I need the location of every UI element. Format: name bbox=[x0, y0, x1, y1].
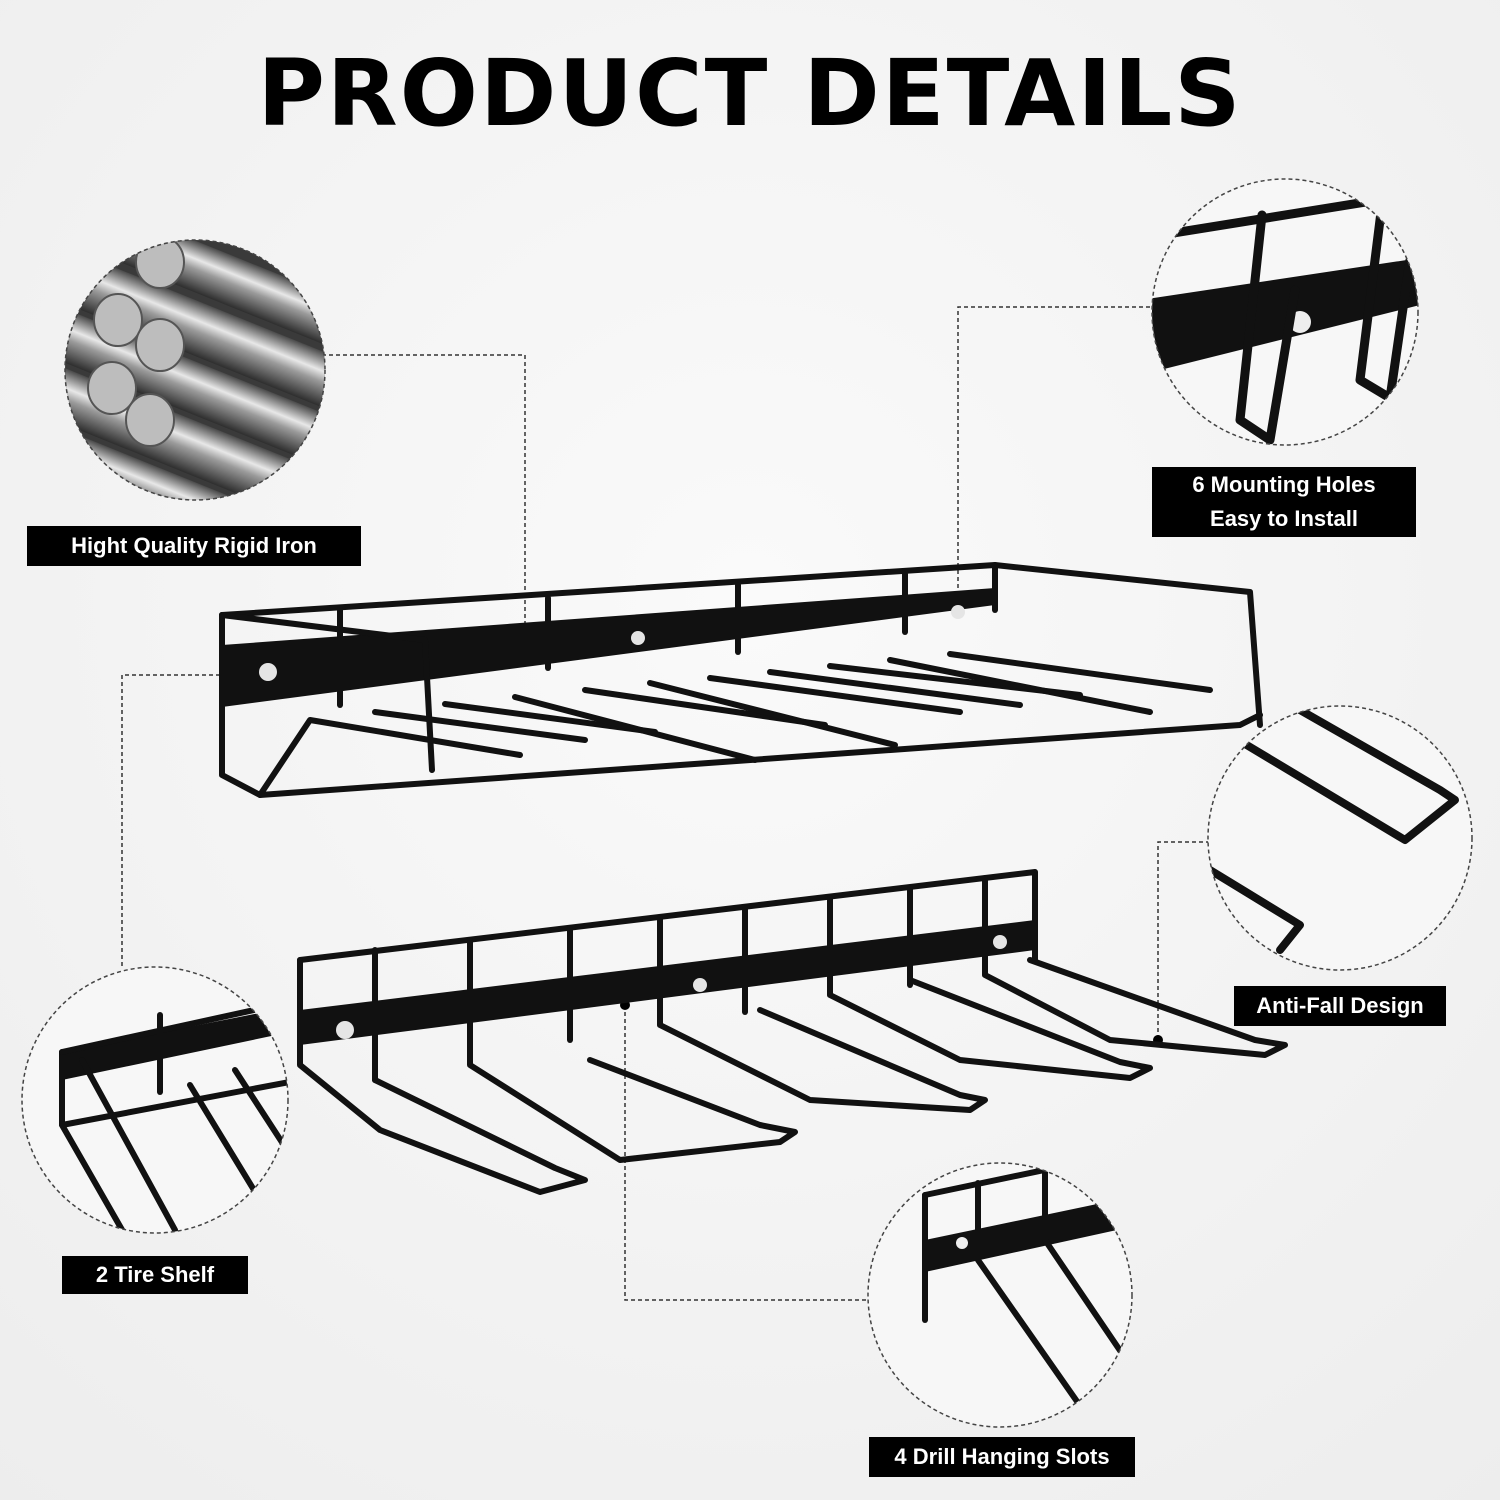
drill-slots-label: 4 Drill Hanging Slots bbox=[869, 1437, 1135, 1477]
anti-fall-label-text: Anti-Fall Design bbox=[1256, 993, 1424, 1018]
tire-shelf-icon bbox=[21, 966, 289, 1234]
tire-shelf-label-text: 2 Tire Shelf bbox=[95, 1262, 215, 1287]
iron-bars-icon bbox=[64, 239, 326, 501]
drill-rack-product bbox=[297, 869, 1288, 1195]
material-label-text: Hight Quality Rigid Iron bbox=[71, 533, 317, 558]
tire-shelf-product bbox=[219, 562, 1263, 798]
drill-slots-label-text: 4 Drill Hanging Slots bbox=[894, 1444, 1110, 1469]
drill-slot-icon bbox=[867, 1162, 1133, 1428]
mounting-label-line2: Easy to Install bbox=[1210, 506, 1358, 531]
mounting-label-line1: 6 Mounting Holes bbox=[1192, 472, 1376, 497]
mounting-hole-icon bbox=[1151, 178, 1419, 446]
anti-fall-label: Anti-Fall Design bbox=[1234, 986, 1446, 1026]
mounting-label: 6 Mounting Holes Easy to Install bbox=[1152, 467, 1416, 537]
connector-lines bbox=[121, 306, 1210, 1301]
tire-shelf-label: 2 Tire Shelf bbox=[62, 1256, 248, 1294]
page-title: PRODUCT DETAILS bbox=[257, 40, 1243, 147]
material-label: Hight Quality Rigid Iron bbox=[27, 526, 361, 566]
anti-fall-hook-icon bbox=[1207, 705, 1473, 971]
